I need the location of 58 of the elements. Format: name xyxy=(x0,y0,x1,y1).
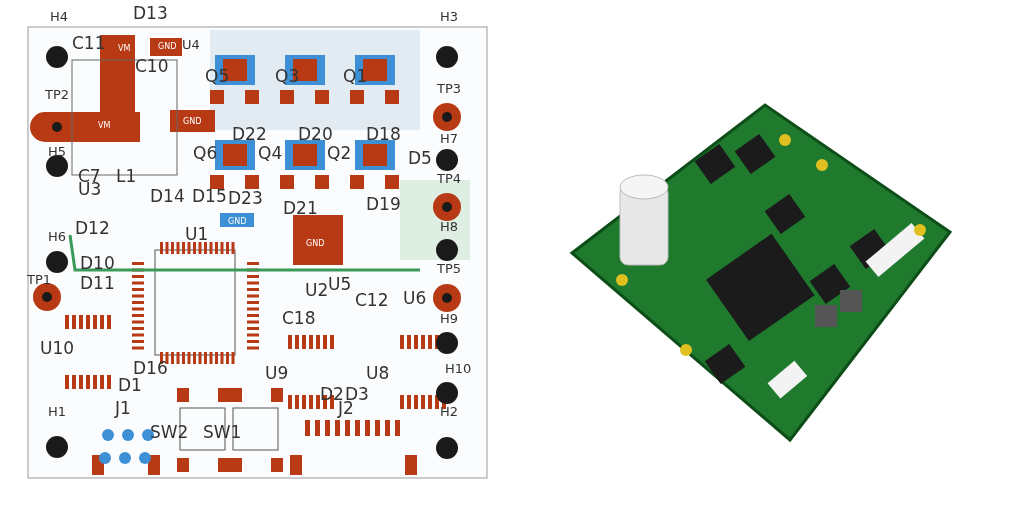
component-designator: U1 xyxy=(185,226,209,243)
component-designator: D12 xyxy=(75,220,110,237)
component-designator: D19 xyxy=(366,196,401,213)
component-designator: J2 xyxy=(338,400,354,417)
component-designator: C10 xyxy=(135,58,169,75)
component-designator: U2 xyxy=(305,282,329,299)
hole-label: H10 xyxy=(445,362,472,375)
component-designator: U6 xyxy=(403,290,427,307)
component-designator: D18 xyxy=(366,126,401,143)
component-designator: D1 xyxy=(118,377,142,394)
pad-label: GND xyxy=(183,118,202,126)
component-designator: L1 xyxy=(116,168,137,185)
pad-label: GND xyxy=(306,240,325,248)
hole-label: TP3 xyxy=(437,82,462,95)
hole-label: H4 xyxy=(50,10,69,23)
component-designator: J1 xyxy=(115,400,131,417)
hole-label: H7 xyxy=(440,132,459,145)
hole-label: TP4 xyxy=(437,172,462,185)
pad-label: VM xyxy=(98,122,111,130)
component-designator: U5 xyxy=(328,276,352,293)
component-designator: D23 xyxy=(228,190,263,207)
component-designator: C12 xyxy=(355,292,389,309)
hole-label: TP1 xyxy=(27,273,52,286)
hole-label: H3 xyxy=(440,10,459,23)
component-designator: D14 xyxy=(150,188,185,205)
component-designator: U9 xyxy=(265,365,289,382)
hole-label: H5 xyxy=(48,145,67,158)
component-designator: SW2 xyxy=(150,424,189,441)
hole-label: TP2 xyxy=(45,88,70,101)
component-designator: Q4 xyxy=(258,145,283,162)
hole-label: H6 xyxy=(48,230,67,243)
component-designator: D13 xyxy=(133,5,168,22)
hole-label: TP5 xyxy=(437,262,462,275)
component-designator: D20 xyxy=(298,126,333,143)
pad-label: GND xyxy=(158,43,177,51)
component-designator: D22 xyxy=(232,126,267,143)
component-designator: U8 xyxy=(366,365,390,382)
component-designator: D16 xyxy=(133,360,168,377)
component-designator: D5 xyxy=(408,150,432,167)
component-designator: Q2 xyxy=(327,145,352,162)
component-designator: Q1 xyxy=(343,68,368,85)
component-designator: D10 xyxy=(80,255,115,272)
hole-label: U4 xyxy=(182,38,200,51)
component-designator: Q5 xyxy=(205,68,230,85)
component-designator: D15 xyxy=(192,188,227,205)
component-designator: D11 xyxy=(80,275,115,292)
component-designator: Q3 xyxy=(275,68,300,85)
component-designator: C18 xyxy=(282,310,316,327)
pad-label: VM xyxy=(118,45,131,53)
pad-label: GND xyxy=(228,218,247,226)
hole-label: H1 xyxy=(48,405,67,418)
component-designator: SW1 xyxy=(203,424,242,441)
component-designator: U10 xyxy=(40,340,75,357)
hole-label: H9 xyxy=(440,312,459,325)
hole-label: H8 xyxy=(440,220,459,233)
component-designator: D3 xyxy=(345,386,369,403)
component-designator: D21 xyxy=(283,200,318,217)
hole-label: H2 xyxy=(440,405,459,418)
